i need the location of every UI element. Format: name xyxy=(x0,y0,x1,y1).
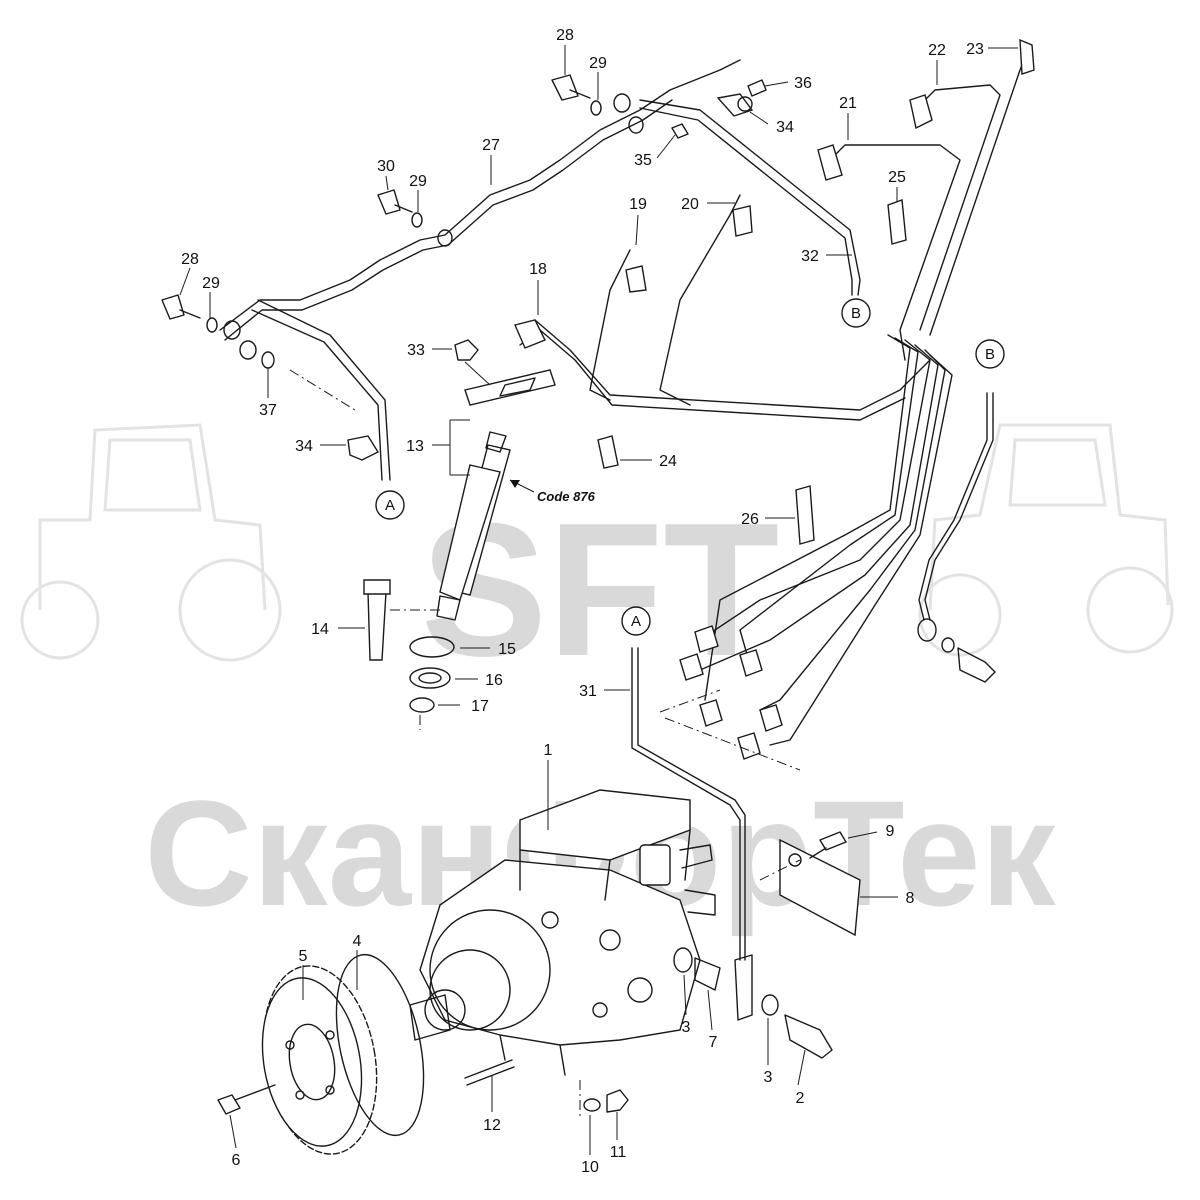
callout-15: 15 xyxy=(498,641,516,658)
banjo-bolt-2 xyxy=(761,994,833,1059)
callout-33: 33 xyxy=(407,342,425,359)
code-note-text: Code 876 xyxy=(537,489,596,504)
washer-29-left xyxy=(206,317,218,333)
screw-36 xyxy=(747,79,767,97)
callout-26: 26 xyxy=(741,511,759,528)
clip-34-top xyxy=(716,93,754,117)
return-tee xyxy=(734,954,753,1021)
marker-b-line-label: B xyxy=(985,346,995,363)
callout-4: 4 xyxy=(353,933,362,950)
marker-b-line: B xyxy=(975,339,1005,369)
callout-21: 21 xyxy=(839,95,857,112)
clamp-25 xyxy=(887,199,907,245)
return-line-b xyxy=(924,392,994,621)
bracket-8 xyxy=(779,838,861,937)
stud-12 xyxy=(464,1059,515,1086)
banjo-bolt-28-top xyxy=(551,74,591,101)
washer-16 xyxy=(409,667,451,689)
callout-29-left: 29 xyxy=(202,275,220,292)
marker-b-pipe: B xyxy=(841,298,871,328)
callout-29-top: 29 xyxy=(589,55,607,72)
banjo-fitting-7 xyxy=(673,947,721,991)
callout-9: 9 xyxy=(886,823,895,840)
callout-35: 35 xyxy=(634,152,652,169)
washer-29-top xyxy=(590,100,602,116)
callout-7: 7 xyxy=(709,1034,718,1051)
injection-pump xyxy=(409,789,716,1076)
callout-20: 20 xyxy=(681,196,699,213)
gear-bolt xyxy=(217,1084,276,1115)
callout-28-left: 28 xyxy=(181,251,199,268)
marker-a-pipe: A xyxy=(375,490,405,520)
callout-8: 8 xyxy=(906,890,915,907)
clamp-26 xyxy=(795,485,815,545)
callout-28-top: 28 xyxy=(556,27,574,44)
callout-23: 23 xyxy=(966,41,984,58)
callout-36: 36 xyxy=(794,75,812,92)
callout-29-mid: 29 xyxy=(409,173,427,190)
injection-lines xyxy=(514,38,1035,760)
callout-14: 14 xyxy=(311,621,329,638)
screw-9 xyxy=(809,831,847,859)
washer-29-mid xyxy=(411,212,423,228)
callout-12: 12 xyxy=(483,1117,501,1134)
return-pipe-31 xyxy=(637,647,746,961)
callout-25: 25 xyxy=(888,169,906,186)
callout-5: 5 xyxy=(299,948,308,965)
marker-a-pipe-label: A xyxy=(385,497,395,514)
callout-30: 30 xyxy=(377,158,395,175)
marker-b-pipe-label: B xyxy=(851,305,861,322)
callout-3-right: 3 xyxy=(764,1069,773,1086)
callout-34-top: 34 xyxy=(776,119,794,136)
callout-1: 1 xyxy=(544,742,553,759)
banjo-bolt-28-left xyxy=(161,294,201,320)
callout-24: 24 xyxy=(659,453,677,470)
nut-11 xyxy=(606,1089,629,1113)
callout-17: 17 xyxy=(471,698,489,715)
clip-34-left xyxy=(347,435,380,461)
code-note: Code 876 xyxy=(509,479,596,504)
banjo-right xyxy=(917,618,996,683)
marker-a-pump: A xyxy=(621,606,651,636)
callout-18: 18 xyxy=(529,261,547,278)
callout-32: 32 xyxy=(801,248,819,265)
callout-37: 37 xyxy=(259,402,277,419)
leader-lines xyxy=(179,45,1018,1155)
callout-2: 2 xyxy=(796,1090,805,1107)
callout-19: 19 xyxy=(629,196,647,213)
banjo-bolt-30 xyxy=(377,189,413,215)
callout-6: 6 xyxy=(232,1152,241,1169)
callout-22: 22 xyxy=(928,42,946,59)
o-ring xyxy=(335,953,425,1137)
nut-35 xyxy=(671,123,689,139)
callout-27: 27 xyxy=(482,137,500,154)
nozzle-14 xyxy=(363,579,391,661)
callout-10: 10 xyxy=(581,1159,599,1176)
seal-15 xyxy=(409,636,455,658)
watermark-tractor-right xyxy=(918,423,1174,657)
callout-34-left: 34 xyxy=(295,438,313,455)
washer-37 xyxy=(261,351,275,369)
marker-a-pump-label: A xyxy=(631,613,641,630)
callout-labels: 1 2 3 3 4 5 6 7 8 9 10 11 12 13 14 15 16… xyxy=(181,27,984,1176)
callout-16: 16 xyxy=(485,672,503,689)
watermark: SFT СканФорТек xyxy=(20,423,1174,937)
callout-13: 13 xyxy=(406,438,424,455)
nut-33 xyxy=(454,339,479,361)
injector-assembly xyxy=(436,369,556,621)
watermark-tractor-left xyxy=(20,423,282,662)
leak-off-pipe xyxy=(219,59,861,481)
callout-11: 11 xyxy=(610,1144,627,1161)
washer-10 xyxy=(583,1098,601,1112)
callout-3-lower: 3 xyxy=(682,1019,691,1036)
callout-31: 31 xyxy=(579,683,597,700)
drive-gear xyxy=(261,965,378,1155)
clamp-24 xyxy=(597,435,619,469)
washer-17 xyxy=(409,697,435,713)
